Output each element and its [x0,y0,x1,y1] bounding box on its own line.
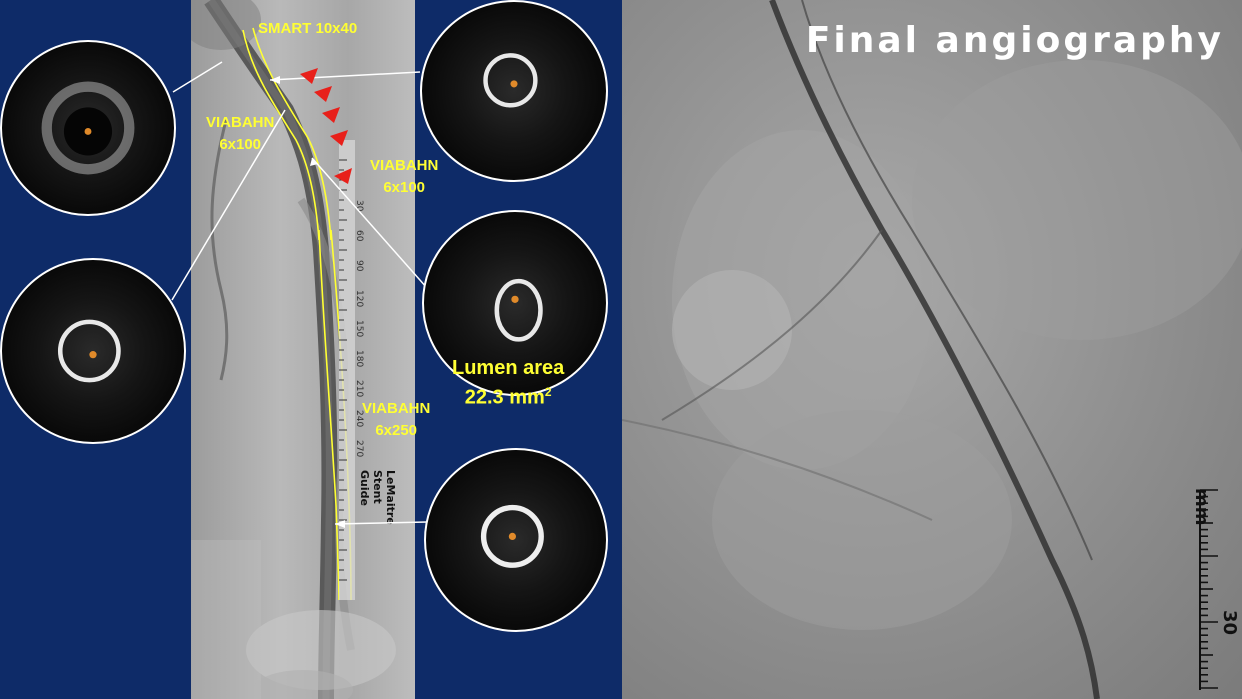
ruler-number: 180 [354,350,364,367]
red-arrow-marker [300,68,318,84]
connector-line [311,157,428,289]
connector-line [172,61,223,93]
final-angiography-image [622,0,1242,699]
label-smart: SMART 10x40 [258,20,358,37]
scale-ticks [1200,489,1218,689]
ivus-image-top-right [420,0,608,182]
scale-value-label: 30 [1219,610,1240,636]
arrowhead [310,158,318,166]
ivus-image-top-left [0,40,176,216]
label-viabahn-low: VIABAHN 6x250 [362,398,430,442]
connector-line [334,521,428,525]
ruler-number: 150 [354,320,364,337]
ivus-image-middle-right [422,210,608,396]
ruler-number: 210 [354,380,364,397]
ruler-number: 90 [354,260,364,272]
label-viabahn-right-name: VIABAHN [370,157,439,174]
red-arrow-marker [314,86,332,102]
scale-unit-label: mm [1191,488,1212,526]
ruler-number: 120 [354,290,364,307]
connector-line [171,109,286,301]
angiography-image: 30 60 90 120 150 180 210 240 270 [191,0,396,699]
annotation-overlay [171,61,428,528]
ruler-number: 60 [354,230,364,242]
label-viabahn-right: VIABAHN 6x100 [370,155,438,199]
lumen-area-number: 22.3 mm [464,386,545,409]
red-arrow-marker [322,107,340,123]
arrowhead [270,76,280,84]
red-arrow-marker [334,168,352,184]
final-angiography-panel: Final angiography mm 30 [622,0,1242,699]
lumen-area-title: Lumen area [452,357,565,379]
ruler-numbers: 30 60 90 120 150 180 210 240 270 [354,200,364,457]
lumen-area-superscript: 2 [544,385,552,399]
label-viabahn-right-size: 6x100 [383,179,426,196]
ruler-number: 30 [354,200,364,212]
label-viabahn-low-name: VIABAHN [362,400,431,417]
label-viabahn-left: VIABAHN 6x100 [206,112,274,156]
ivus-image-bottom-left [0,258,186,444]
final-angiography-title: Final angiography [805,20,1224,61]
red-arrow-marker [330,130,348,146]
lumen-area-label: Lumen area 22.3 mm2 [452,356,564,410]
arrowhead [335,520,345,528]
ruler-number: 240 [354,410,364,427]
label-viabahn-left-name: VIABAHN [206,114,275,131]
label-viabahn-low-size: 6x250 [375,422,418,439]
label-viabahn-left-size: 6x100 [219,136,262,153]
lumen-area-value: 22.3 mm2 [452,380,564,410]
connector-line [269,71,421,81]
ruler-number: 270 [354,440,364,457]
ivus-image-bottom-right [424,448,608,632]
